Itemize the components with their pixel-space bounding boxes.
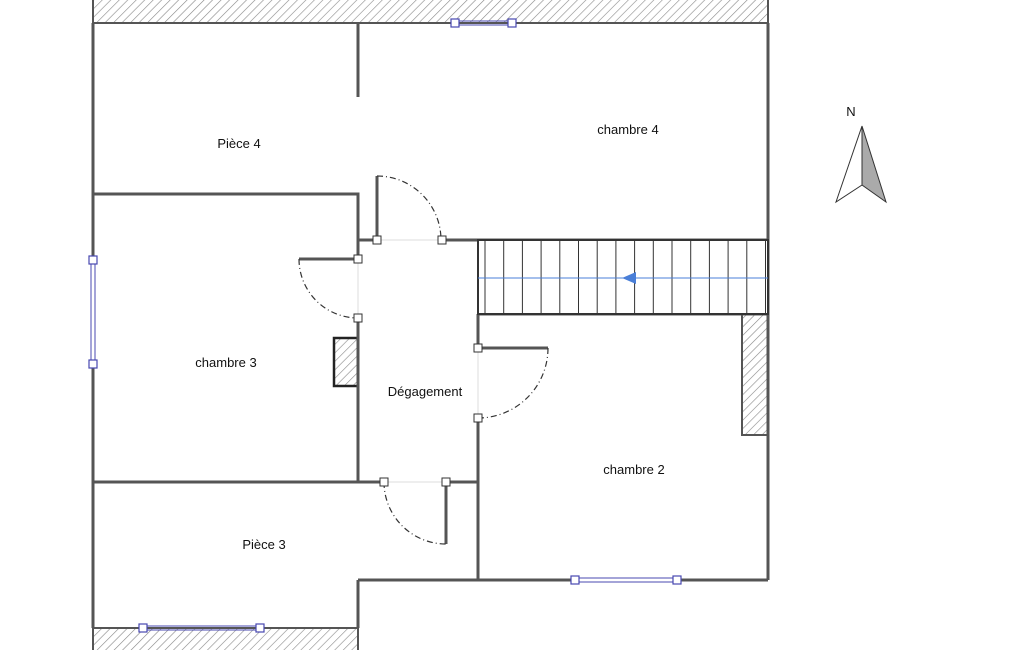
door-chambre2 (473, 343, 549, 423)
bottom-exterior-wall (92, 627, 359, 650)
room-label-piece-4: Pièce 4 (217, 136, 260, 151)
chimney (332, 336, 360, 388)
door-chambre3 (298, 254, 363, 323)
top-exterior-wall (92, 0, 769, 24)
room-label-chambre-2: chambre 2 (603, 462, 664, 477)
staircase (477, 239, 769, 315)
window-chambre2 (570, 575, 682, 585)
north-compass-icon: N (835, 104, 887, 204)
window-left (88, 255, 98, 369)
room-label-chambre-4: chambre 4 (597, 122, 658, 137)
stair-direction-arrow-icon (622, 272, 636, 284)
right-hatched-wall (741, 313, 769, 436)
room-label-degagement: Dégagement (388, 384, 463, 399)
room-label-piece-3: Pièce 3 (242, 537, 285, 552)
room-label-chambre-3: chambre 3 (195, 355, 256, 370)
compass-label: N (846, 104, 855, 119)
door-piece3 (379, 477, 451, 545)
window-top (450, 18, 517, 28)
walls (91, 23, 770, 628)
door-piece4 (372, 175, 447, 245)
window-piece3 (138, 623, 265, 633)
